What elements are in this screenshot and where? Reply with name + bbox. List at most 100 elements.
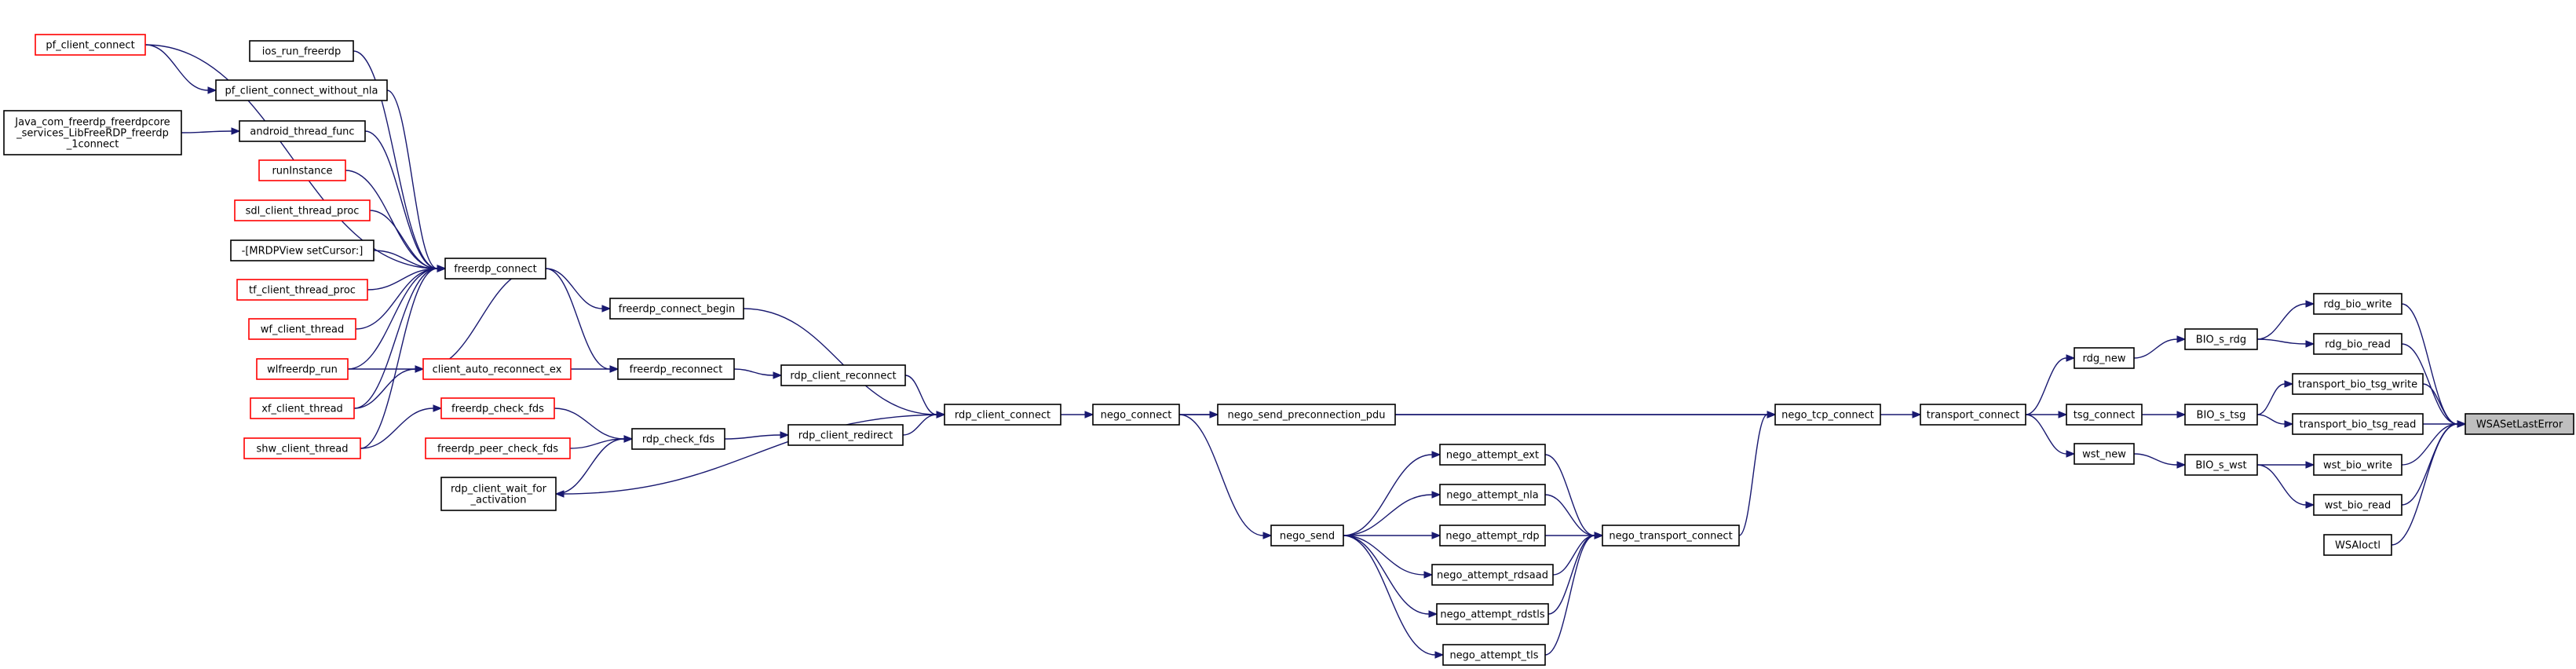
node-label: wst_new xyxy=(2082,449,2126,461)
node-nego-attempt-rdstls[interactable]: nego_attempt_rdstls xyxy=(1436,603,1549,625)
edge-freerdp_check_fds-to-rdp_check_fds xyxy=(554,408,634,443)
edge-transport_bio_tsg_write-to-wsasetlasterror xyxy=(2422,383,2467,428)
node-ios-run-freerdp[interactable]: ios_run_freerdp xyxy=(249,40,354,62)
node-box xyxy=(1439,484,1546,506)
node-pf-client-connect-without-nla[interactable]: pf_client_connect_without_nla xyxy=(215,79,388,101)
node-nego-attempt-rdp[interactable]: nego_attempt_rdp xyxy=(1439,525,1546,547)
node-nego-send-preconnection-pdu[interactable]: nego_send_preconnection_pdu xyxy=(1217,404,1396,426)
node-rdp-client-wait-for-activation[interactable]: rdp_client_wait_for_activation xyxy=(440,477,557,511)
node-box xyxy=(440,477,557,511)
node-label: wf_client_thread xyxy=(261,324,345,336)
node-freerdp-connect-begin[interactable]: freerdp_connect_begin xyxy=(609,298,744,320)
node-label: Java_com_freerdp_freerdpcore xyxy=(14,117,170,129)
node-label: freerdp_reconnect xyxy=(630,364,723,376)
node-wst-bio-write[interactable]: wst_bio_write xyxy=(2313,454,2402,476)
edge-rdp_client_connect-to-nego_connect xyxy=(1061,411,1094,419)
node-transport-bio-tsg-write[interactable]: transport_bio_tsg_write xyxy=(2292,373,2424,395)
node-label: sdl_client_thread_proc xyxy=(246,206,360,218)
node-nego-connect[interactable]: nego_connect xyxy=(1092,404,1180,426)
edge-nego_transport_connect-to-nego_tcp_connect xyxy=(1738,411,1777,536)
node-box xyxy=(2313,494,2402,516)
node-bio-s-wst[interactable]: BIO_s_wst xyxy=(2184,454,2258,476)
node-label: transport_bio_tsg_read xyxy=(2300,419,2417,431)
node-label: rdp_client_redirect xyxy=(798,430,893,442)
node-sdl-client-thread-proc[interactable]: sdl_client_thread_proc xyxy=(234,199,371,221)
node-label: nego_tcp_connect xyxy=(1781,410,1874,422)
node-label: nego_transport_connect xyxy=(1609,531,1732,543)
edge-nego_send-to-nego_attempt_rdsaad xyxy=(1343,535,1434,579)
node-box xyxy=(2184,404,2258,426)
node-rdg-bio-write[interactable]: rdg_bio_write xyxy=(2313,293,2402,315)
node-label: freerdp_connect xyxy=(454,264,537,276)
node-nego-tcp-connect[interactable]: nego_tcp_connect xyxy=(1774,404,1881,426)
node-transport-bio-tsg-read[interactable]: transport_bio_tsg_read xyxy=(2292,413,2424,435)
edges-layer xyxy=(144,44,2467,659)
node-label: shw_client_thread xyxy=(257,444,349,455)
node-box xyxy=(2066,404,2143,426)
node-pf-client-connect[interactable]: pf_client_connect xyxy=(35,34,146,56)
node-label: pf_client_connect xyxy=(46,40,134,52)
edge-xf_client_thread-to-client_auto_reconnect_ex xyxy=(353,365,425,409)
node-box xyxy=(1092,404,1180,426)
node-tsg-connect[interactable]: tsg_connect xyxy=(2066,404,2143,426)
node-tf-client-thread-proc[interactable]: tf_client_thread_proc xyxy=(236,279,368,301)
node-transport-connect[interactable]: transport_connect xyxy=(1920,404,2026,426)
node-android-thread-func[interactable]: android_thread_func xyxy=(239,120,366,142)
node-wf-client-thread[interactable]: wf_client_thread xyxy=(248,318,356,340)
node-box xyxy=(1442,644,1546,666)
edge-client_auto_reconnect_ex-to-freerdp_connect xyxy=(422,265,547,370)
edge-tsg_connect-to-bio_s_tsg xyxy=(2142,411,2187,419)
edge-nego_attempt_tls-to-nego_transport_connect xyxy=(1544,532,1604,656)
node-box xyxy=(944,404,1061,426)
node-box xyxy=(239,120,366,142)
node-bio-s-tsg[interactable]: BIO_s_tsg xyxy=(2184,404,2258,426)
node-nego-attempt-ext[interactable]: nego_attempt_ext xyxy=(1439,444,1546,466)
node-xf-client-thread[interactable]: xf_client_thread xyxy=(250,397,355,419)
node-wlfreerdp-run[interactable]: wlfreerdp_run xyxy=(256,358,349,380)
node-box xyxy=(236,279,368,301)
node-rdp-client-reconnect[interactable]: rdp_client_reconnect xyxy=(780,364,906,386)
edge-bio_s_tsg-to-transport_bio_tsg_write xyxy=(2256,380,2294,415)
node-rdp-client-redirect[interactable]: rdp_client_redirect xyxy=(787,424,904,446)
nodes-layer: pf_client_connect ios_run_freerdp pf_clien… xyxy=(3,34,2574,666)
node-bio-s-rdg[interactable]: BIO_s_rdg xyxy=(2184,328,2258,350)
node-wsaioctl[interactable]: WSAIoctl xyxy=(2323,534,2392,556)
node-wst-new[interactable]: wst_new xyxy=(2074,443,2135,465)
node-box xyxy=(2313,293,2402,315)
node-java-connect[interactable]: Java_com_freerdp_freerdpcore_services_Li… xyxy=(3,110,182,155)
node-box xyxy=(215,79,388,101)
node-mrdpview[interactable]: -[MRDPView setCursor:] xyxy=(230,239,375,261)
node-freerdp-peer-check-fds[interactable]: freerdp_peer_check_fds xyxy=(425,437,571,459)
node-box xyxy=(444,258,546,280)
node-freerdp-check-fds[interactable]: freerdp_check_fds xyxy=(440,397,555,419)
node-wsasetlasterror: WSASetLastError xyxy=(2465,413,2574,435)
node-nego-transport-connect[interactable]: nego_transport_connect xyxy=(1602,525,1740,547)
node-label: _activation xyxy=(470,495,527,506)
edge-nego_send_preconnection_pdu-to-nego_tcp_connect xyxy=(1395,411,1777,419)
node-freerdp-reconnect[interactable]: freerdp_reconnect xyxy=(617,358,735,380)
node-label: ios_run_freerdp xyxy=(262,46,341,58)
node-wst-bio-read[interactable]: wst_bio_read xyxy=(2313,494,2402,516)
node-runInstance[interactable]: runInstance xyxy=(258,159,346,181)
node-shw-client-thread[interactable]: shw_client_thread xyxy=(243,437,361,459)
node-nego-attempt-rdsaad[interactable]: nego_attempt_rdsaad xyxy=(1431,564,1554,586)
edge-rdp_check_fds-to-rdp_client_redirect xyxy=(724,431,790,440)
node-box xyxy=(1270,525,1344,547)
node-nego-send[interactable]: nego_send xyxy=(1270,525,1344,547)
node-box xyxy=(2292,413,2424,435)
node-box xyxy=(1774,404,1881,426)
node-nego-attempt-tls[interactable]: nego_attempt_tls xyxy=(1442,644,1546,666)
node-label: transport_connect xyxy=(1927,410,2019,422)
node-label: wlfreerdp_run xyxy=(267,364,338,376)
node-label: transport_bio_tsg_write xyxy=(2298,379,2417,391)
edge-nego_send-to-nego_attempt_rdstls xyxy=(1343,535,1438,618)
node-rdg-bio-read[interactable]: rdg_bio_read xyxy=(2313,333,2402,355)
node-label: nego_attempt_nla xyxy=(1446,490,1538,502)
node-nego-attempt-nla[interactable]: nego_attempt_nla xyxy=(1439,484,1546,506)
node-freerdp-connect[interactable]: freerdp_connect xyxy=(444,258,546,280)
node-rdp-check-fds[interactable]: rdp_check_fds xyxy=(631,428,725,450)
node-rdp-client-connect[interactable]: rdp_client_connect xyxy=(944,404,1061,426)
node-rdg-new[interactable]: rdg_new xyxy=(2074,347,2135,369)
node-client-auto-reconnect-ex[interactable]: client_auto_reconnect_ex xyxy=(422,358,572,380)
